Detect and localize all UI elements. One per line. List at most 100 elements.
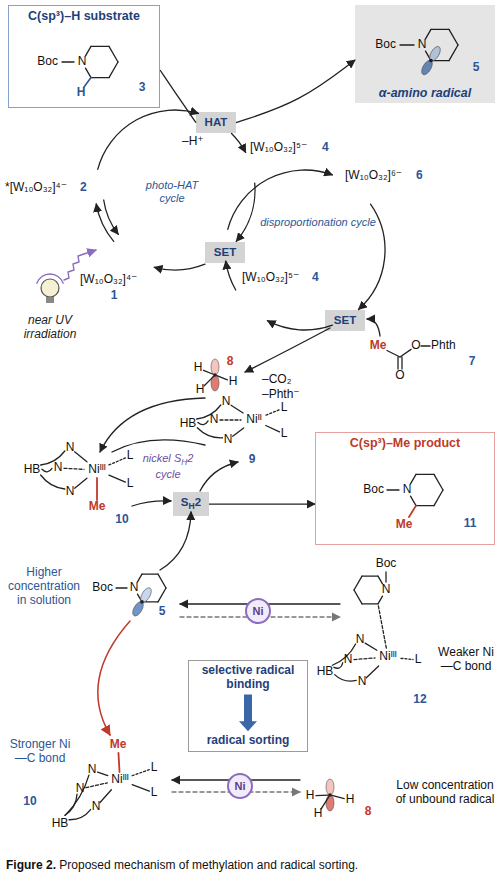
figure-caption: Figure 2. Proposed mechanism of methylat… (6, 858, 498, 872)
atom-label: [W₁₀O₃₂]⁵⁻ (250, 141, 307, 155)
arrow-line (98, 621, 130, 735)
atom-label: L (127, 449, 134, 463)
ligand-arm (42, 468, 52, 471)
ring-bond (416, 505, 434, 506)
atom-label: N (88, 763, 97, 777)
bond-line (316, 794, 328, 796)
ring-bond (354, 576, 362, 590)
node-text: radical sorting (207, 734, 290, 748)
step-box: SET (325, 310, 365, 331)
arrow-line (232, 133, 246, 152)
bond-line (75, 452, 87, 462)
bulb-base (46, 297, 54, 303)
node-text: C(sp³)–Me product (350, 436, 460, 450)
radical-orbital (131, 600, 146, 618)
atom-label: H (229, 375, 238, 389)
bond-line (64, 468, 84, 469)
atom-label: L (415, 653, 422, 667)
atom-label: Weaker Ni—C bond (433, 646, 499, 674)
bond-line (98, 772, 108, 776)
annotation: near UV irradiation (10, 314, 90, 342)
ligand-arm (41, 475, 65, 489)
atom-label: HB (24, 463, 41, 477)
step-box: SH2 (173, 492, 209, 516)
bond-line (132, 785, 149, 792)
atom-label: N (382, 583, 391, 597)
bond-line (387, 489, 399, 490)
atom-label: –H⁺ (182, 135, 204, 149)
bond-line (116, 587, 127, 588)
bond-line (385, 572, 386, 582)
node-text: selective radical binding (194, 664, 302, 692)
compound-number: 3 (139, 81, 146, 95)
bond-line (266, 425, 280, 431)
methyl-label: Me (89, 500, 106, 514)
bond-line (231, 405, 243, 413)
connectors (160, 60, 355, 504)
arrow-line (200, 462, 238, 491)
bond-line (421, 345, 430, 346)
atom-label: L (281, 427, 288, 441)
atom-label: Low concentration of unbound radical (393, 779, 497, 807)
radical-box: α-amino radical (355, 5, 495, 103)
ring-bond (109, 46, 118, 62)
atom-label: *[W₁₀O₃₂]⁴⁻ (5, 181, 67, 195)
methyl-label: Me (110, 738, 127, 752)
node-text: α-amino radical (379, 86, 472, 100)
methyl-label: Me (396, 518, 413, 532)
connector-arrow (209, 503, 315, 504)
atom-label: Boc (376, 557, 397, 571)
ligand-arm (65, 794, 77, 815)
compound-number: 12 (413, 693, 426, 707)
atom-label: –CO₂ (262, 373, 291, 387)
annotation: Higher concentration in solution (4, 566, 84, 607)
radical-orbital (139, 586, 154, 604)
atom-label: N (418, 38, 427, 52)
bond-line (401, 357, 402, 369)
compound-number: 4 (322, 141, 329, 155)
compound-number: 10 (115, 513, 128, 527)
ring-bond (378, 596, 383, 604)
atom-label: N (344, 653, 353, 667)
bond-line (266, 410, 279, 415)
atom-label: L (127, 477, 134, 491)
nickel-circle: Ni (227, 773, 253, 799)
atom-label: H (314, 807, 323, 821)
ring-bond (411, 496, 417, 506)
light-ray (37, 274, 63, 283)
bulb-glass (41, 279, 59, 297)
ligand-arm (334, 663, 343, 668)
arrow-line (154, 264, 205, 270)
bond-line (366, 666, 378, 678)
sorting-arrow (239, 695, 257, 732)
bond-line (217, 376, 228, 380)
atom-label: [W₁₀O₃₂]⁴⁻ (80, 273, 137, 287)
atom-label: Phth (431, 339, 456, 353)
ligand-arm (65, 775, 89, 815)
ring-bond (158, 588, 166, 602)
ligand-arm (198, 421, 208, 425)
bond-line (378, 606, 386, 648)
node-text: SET (334, 314, 356, 327)
bond-line (397, 357, 398, 369)
atom-label: Niᴵᴵᴵ (379, 650, 396, 664)
atom-label: Boc (363, 483, 384, 497)
atom-label: H (306, 789, 315, 803)
ring-bond (434, 474, 443, 490)
bond-line (401, 658, 413, 659)
atom-label: Boc (37, 55, 58, 69)
bond-line (75, 478, 87, 488)
ring-bond (362, 603, 378, 604)
sorting-box: selective radical binding radical sorting (188, 660, 308, 752)
ring-bond (91, 46, 109, 47)
arrow-line (132, 501, 171, 506)
arrow-line (245, 328, 330, 372)
compound-number: 7 (469, 355, 476, 369)
atom-label: N (356, 633, 365, 647)
bond-line (321, 797, 329, 809)
compound-number: 2 (80, 181, 87, 195)
atom-label: L (151, 761, 158, 775)
compound-number: 11 (464, 517, 477, 531)
atom-label: Niᴵᴵᴵ (111, 773, 128, 787)
